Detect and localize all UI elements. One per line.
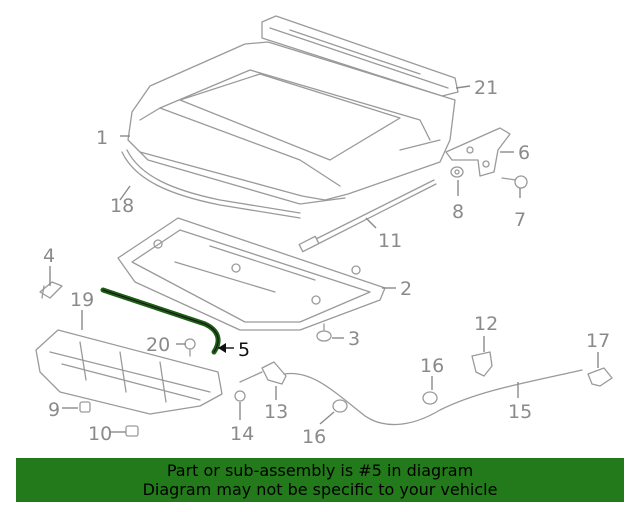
callout-12: 12 [474,313,498,335]
part-3-pin [316,323,332,342]
part-20-bolt [184,338,196,357]
callout-8: 8 [452,201,464,223]
leader-lines [49,85,599,433]
part-11-lift-support [298,179,437,253]
callout-9: 9 [48,399,60,421]
part-13-latch [239,361,287,385]
banner-line-2: Diagram may not be specific to your vehi… [142,480,498,499]
diagram-notice-banner: Part or sub-assembly is #5 in diagram Di… [16,458,624,502]
callout-16-left: 16 [302,426,326,448]
part-9-clip [79,401,91,413]
callout-3: 3 [348,328,360,350]
part-18-weatherstrip [121,151,301,219]
callout-2: 2 [400,278,412,300]
part-17-handle [587,367,613,387]
callout-13: 13 [264,401,288,423]
part-21-trim [261,15,459,97]
callout-7: 7 [514,209,526,231]
callout-16-right: 16 [420,355,444,377]
part-8-nut [450,166,464,178]
part-18-weatherstrip-inner [126,149,301,214]
banner-line-1: Part or sub-assembly is #5 in diagram [166,461,474,480]
callout-15: 15 [508,401,532,423]
callout-4: 4 [43,245,55,267]
callout-14: 14 [230,423,254,445]
part-6-hinge [445,127,511,177]
arrow-icon [218,343,226,353]
part-5-seal-outline [102,289,219,353]
part-4-clip [39,281,63,299]
callout-1: 1 [96,127,108,149]
callout-20: 20 [146,334,170,356]
callout-10: 10 [88,423,112,445]
part-14-bolt [234,390,246,402]
callout-19: 19 [70,289,94,311]
part-12-bracket [471,351,493,377]
callout-18: 18 [110,195,134,217]
part-19-shield [35,329,223,415]
part-7-bolt [501,175,528,189]
part-16-grommet-a [422,391,438,405]
callout-6: 6 [518,142,530,164]
part-2-insulator [117,217,386,331]
part-10-clip [125,425,139,437]
callout-21: 21 [474,77,498,99]
callout-17: 17 [586,330,610,352]
part-16-grommet-b [332,399,348,413]
callout-11: 11 [378,230,402,252]
part-1-hood [127,41,456,205]
callout-5-highlighted: 5 [238,339,250,361]
